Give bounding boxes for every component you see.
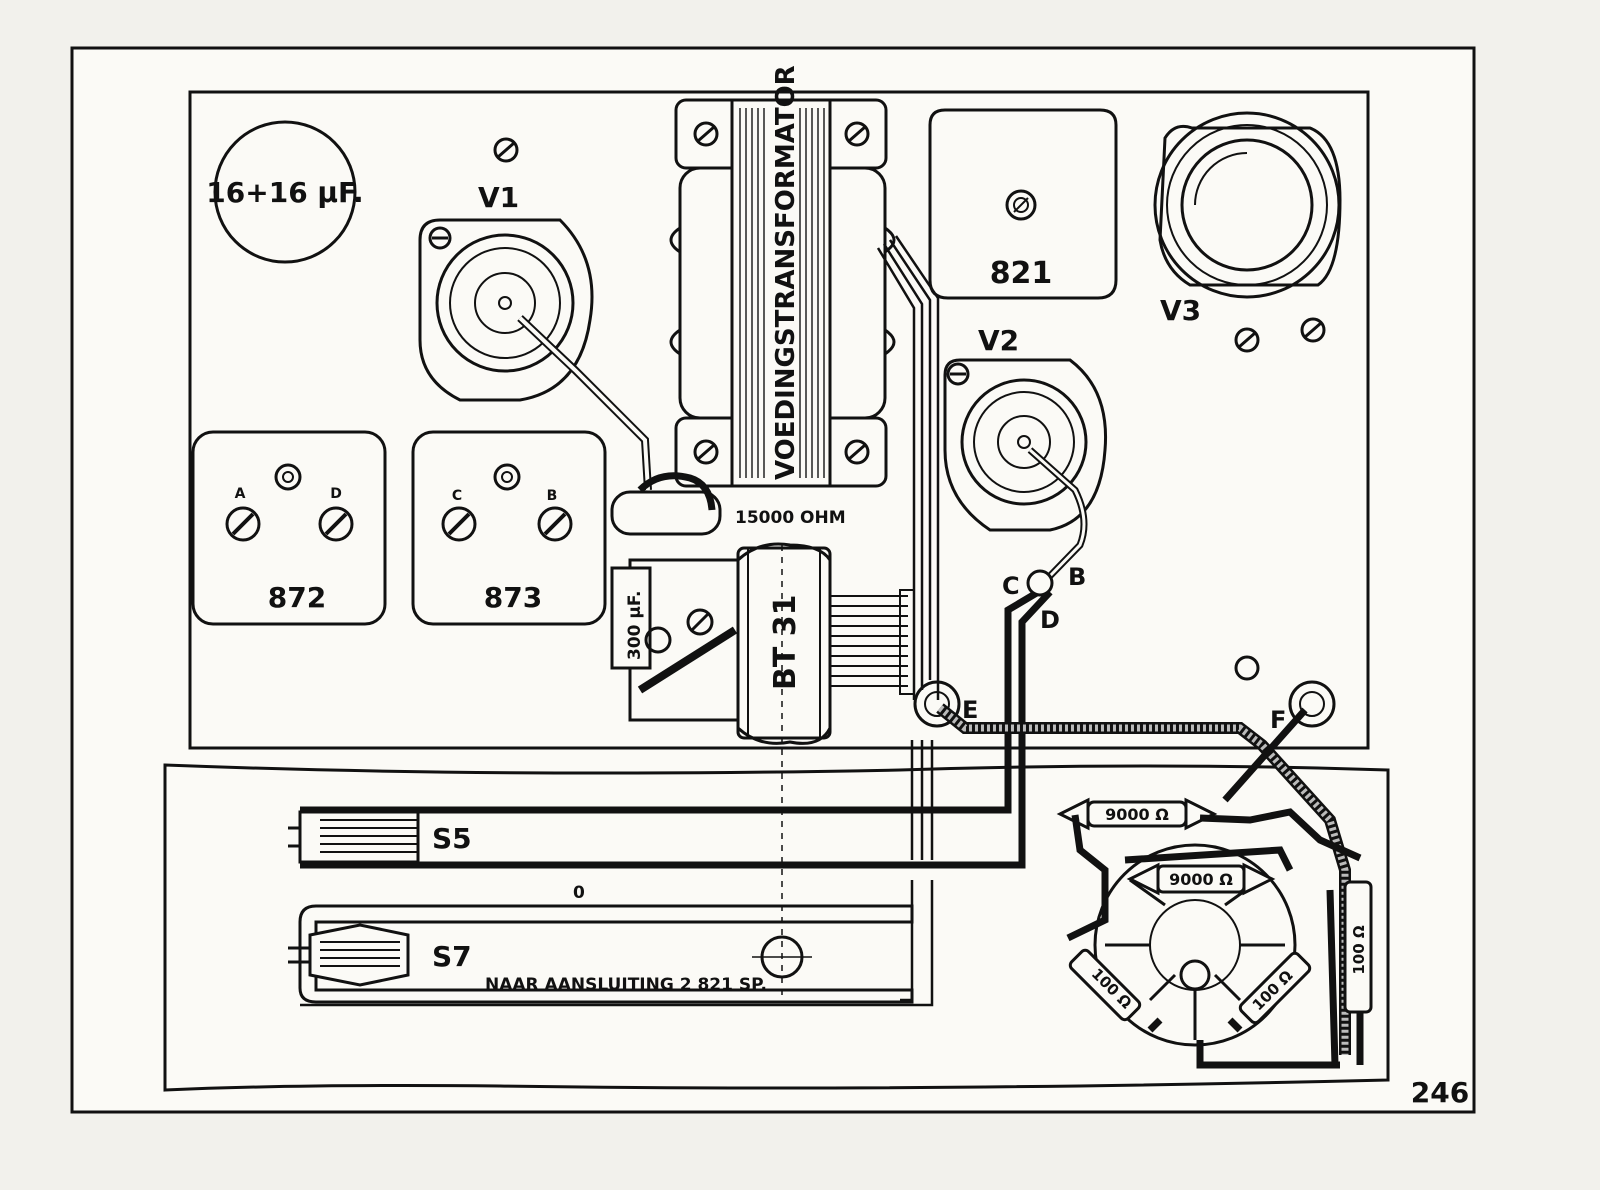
grommet-e: E <box>913 680 978 728</box>
terminal-d: D <box>1040 606 1060 634</box>
resistor-100-c: 100 Ω <box>1343 880 1373 1014</box>
switch-s7: S7 NAAR AANSLUITING 2 821 SP. <box>288 904 914 1004</box>
terminal-e: E <box>962 696 978 724</box>
v3-label: V3 <box>1160 294 1201 327</box>
res-9000-a-label: 9000 Ω <box>1105 805 1169 824</box>
grommet-f: F <box>1234 655 1336 734</box>
zero-label: 0 <box>573 883 585 903</box>
switch-s5: S5 <box>288 810 472 864</box>
tube-socket-v3: V3 <box>1153 111 1342 353</box>
wire-cd <box>300 584 1047 814</box>
coil-873-terminal-b: B <box>547 488 558 504</box>
mounting-hole <box>752 545 812 1000</box>
capacitor-label: 16+16 μF. <box>206 176 363 209</box>
tube-socket-v1: V1 <box>418 181 594 402</box>
coil-821: 821 <box>928 108 1118 300</box>
terminal-f: F <box>1270 706 1286 734</box>
transformer-label: VOEDINGSTRANSFORMATOR <box>771 65 801 480</box>
connection-note: NAAR AANSLUITING 2 821 SP. <box>485 975 767 995</box>
coil-873-terminal-c: C <box>452 488 462 504</box>
res-100-c-label: 100 Ω <box>1350 925 1368 975</box>
capacitor-16uf: 16+16 μF. <box>206 120 364 264</box>
rotary-switch <box>1093 843 1297 1047</box>
resistor-9000-a: 9000 Ω <box>1056 797 1218 831</box>
coil-821-label: 821 <box>990 256 1053 291</box>
cap-300-label: 300 μF. <box>625 591 645 661</box>
switch-s7-label: S7 <box>432 940 472 973</box>
coil-872: A D 872 <box>191 430 387 626</box>
coil-872-terminal-d: D <box>330 486 342 502</box>
resistor-9000-b: 9000 Ω <box>1126 862 1276 896</box>
bt31-label: BT 31 <box>768 594 803 690</box>
coil-873-label: 873 <box>484 581 542 614</box>
figure-number: 246 <box>1411 1076 1469 1109</box>
power-transformer: VOEDINGSTRANSFORMATOR <box>669 65 896 488</box>
switch-s5-label: S5 <box>432 822 472 855</box>
coil-872-terminal-a: A <box>235 486 246 502</box>
resistor-15000-label: 15000 OHM <box>735 508 846 528</box>
terminal-b: B <box>1068 563 1086 591</box>
coil-872-label: 872 <box>268 581 326 614</box>
coil-873: C B 873 <box>411 430 607 626</box>
variable-capacitor-bt31: 300 μF. BT 31 <box>610 542 915 745</box>
terminal-c: C <box>1002 572 1020 600</box>
v1-label: V1 <box>478 181 519 214</box>
tube-socket-v2: V2 <box>943 324 1108 532</box>
resistor-15000: 15000 OHM <box>610 472 846 536</box>
rotary-wiring <box>1066 808 1364 1069</box>
v2-label: V2 <box>978 324 1019 357</box>
wire-d <box>300 589 1053 869</box>
res-9000-b-label: 9000 Ω <box>1169 870 1233 889</box>
screw <box>493 137 519 163</box>
